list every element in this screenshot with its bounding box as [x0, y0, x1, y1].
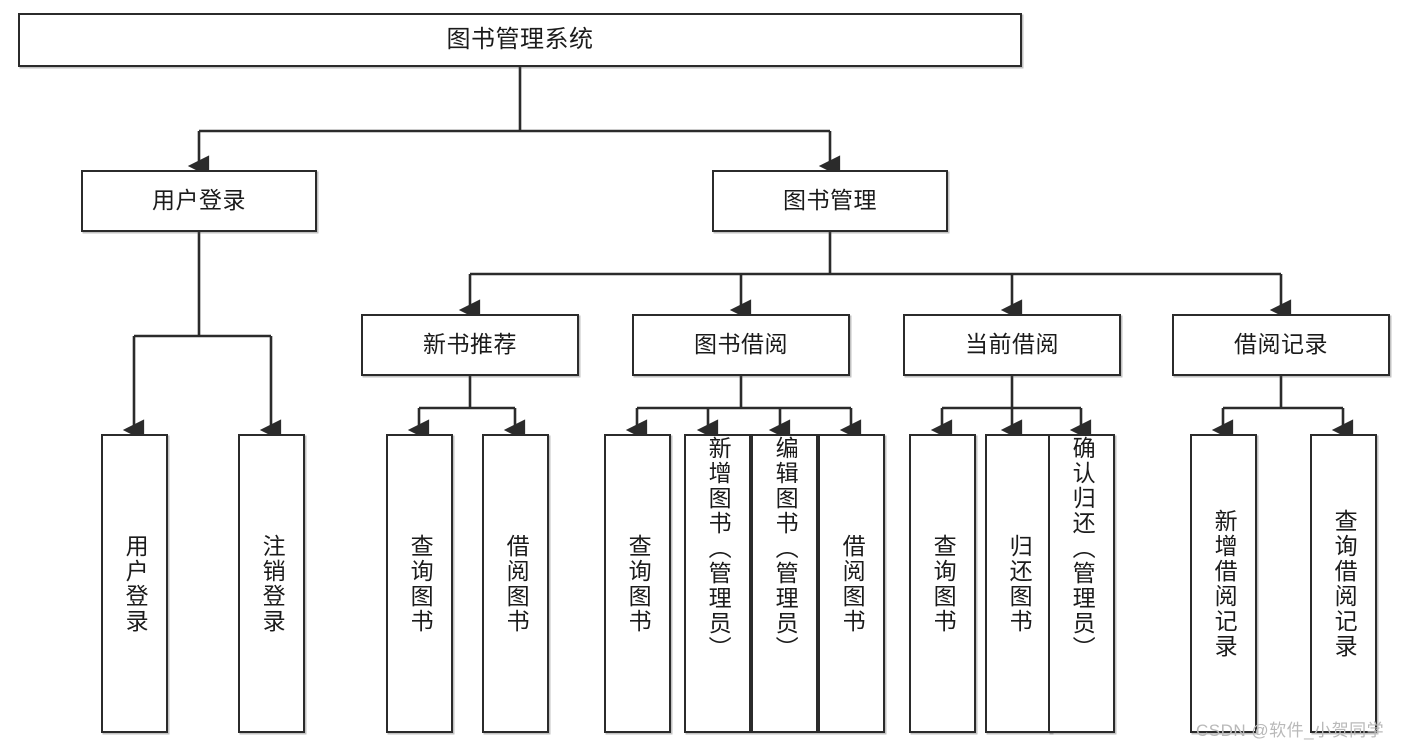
- leaf-query-books-current[interactable]: 查询图书: [909, 434, 976, 733]
- node-label: 归还图书: [1006, 533, 1033, 634]
- node-label: 用户登录: [152, 187, 246, 214]
- node-label: 借阅图书: [839, 533, 866, 634]
- node-label: 查询借阅记录: [1331, 508, 1358, 659]
- node-label: 新增借阅记录: [1211, 508, 1238, 659]
- node-label: 图书管理系统: [446, 25, 594, 53]
- leaf-borrow-books[interactable]: 借阅图书: [818, 434, 885, 733]
- leaf-edit-book-admin[interactable]: 编辑图书（管理员）: [751, 434, 818, 733]
- leaf-add-book-admin[interactable]: 新增图书（管理员）: [684, 434, 751, 733]
- leaf-borrow-books-recommendation[interactable]: 借阅图书: [482, 434, 549, 733]
- node-book-management[interactable]: 图书管理: [712, 170, 948, 232]
- csdn-watermark: CSDN @软件_小贺同学: [1196, 721, 1385, 740]
- leaf-return-books[interactable]: 归还图书: [985, 434, 1052, 733]
- leaf-confirm-return-admin[interactable]: 确认归还（管理员）: [1048, 434, 1115, 733]
- node-label: 注销登录: [259, 533, 286, 634]
- node-label: 图书借阅: [694, 331, 788, 358]
- node-label: 新书推荐: [423, 331, 517, 358]
- node-label: 借阅图书: [503, 533, 530, 634]
- node-current-borrow[interactable]: 当前借阅: [903, 314, 1121, 376]
- node-label: 借阅记录: [1234, 331, 1328, 358]
- node-label: 查询图书: [930, 533, 957, 634]
- node-new-book-recommendation[interactable]: 新书推荐: [361, 314, 579, 376]
- node-label: 新增图书（管理员）: [705, 436, 732, 661]
- node-label: 图书管理: [783, 187, 877, 214]
- leaf-logout[interactable]: 注销登录: [238, 434, 305, 733]
- node-borrow-record[interactable]: 借阅记录: [1172, 314, 1390, 376]
- node-book-borrow[interactable]: 图书借阅: [632, 314, 850, 376]
- node-label: 编辑图书（管理员）: [772, 436, 799, 661]
- leaf-query-books-recommendation[interactable]: 查询图书: [386, 434, 453, 733]
- leaf-add-borrow-record[interactable]: 新增借阅记录: [1190, 434, 1257, 733]
- leaf-query-borrow-record[interactable]: 查询借阅记录: [1310, 434, 1377, 733]
- leaf-user-login[interactable]: 用户登录: [101, 434, 168, 733]
- node-label: 查询图书: [625, 533, 652, 634]
- leaf-query-books-borrow[interactable]: 查询图书: [604, 434, 671, 733]
- node-label: 查询图书: [407, 533, 434, 634]
- node-user-login[interactable]: 用户登录: [81, 170, 317, 232]
- node-label: 当前借阅: [965, 331, 1059, 358]
- node-label: 确认归还（管理员）: [1069, 436, 1096, 661]
- node-label: 用户登录: [122, 533, 149, 634]
- node-root-system[interactable]: 图书管理系统: [18, 13, 1022, 67]
